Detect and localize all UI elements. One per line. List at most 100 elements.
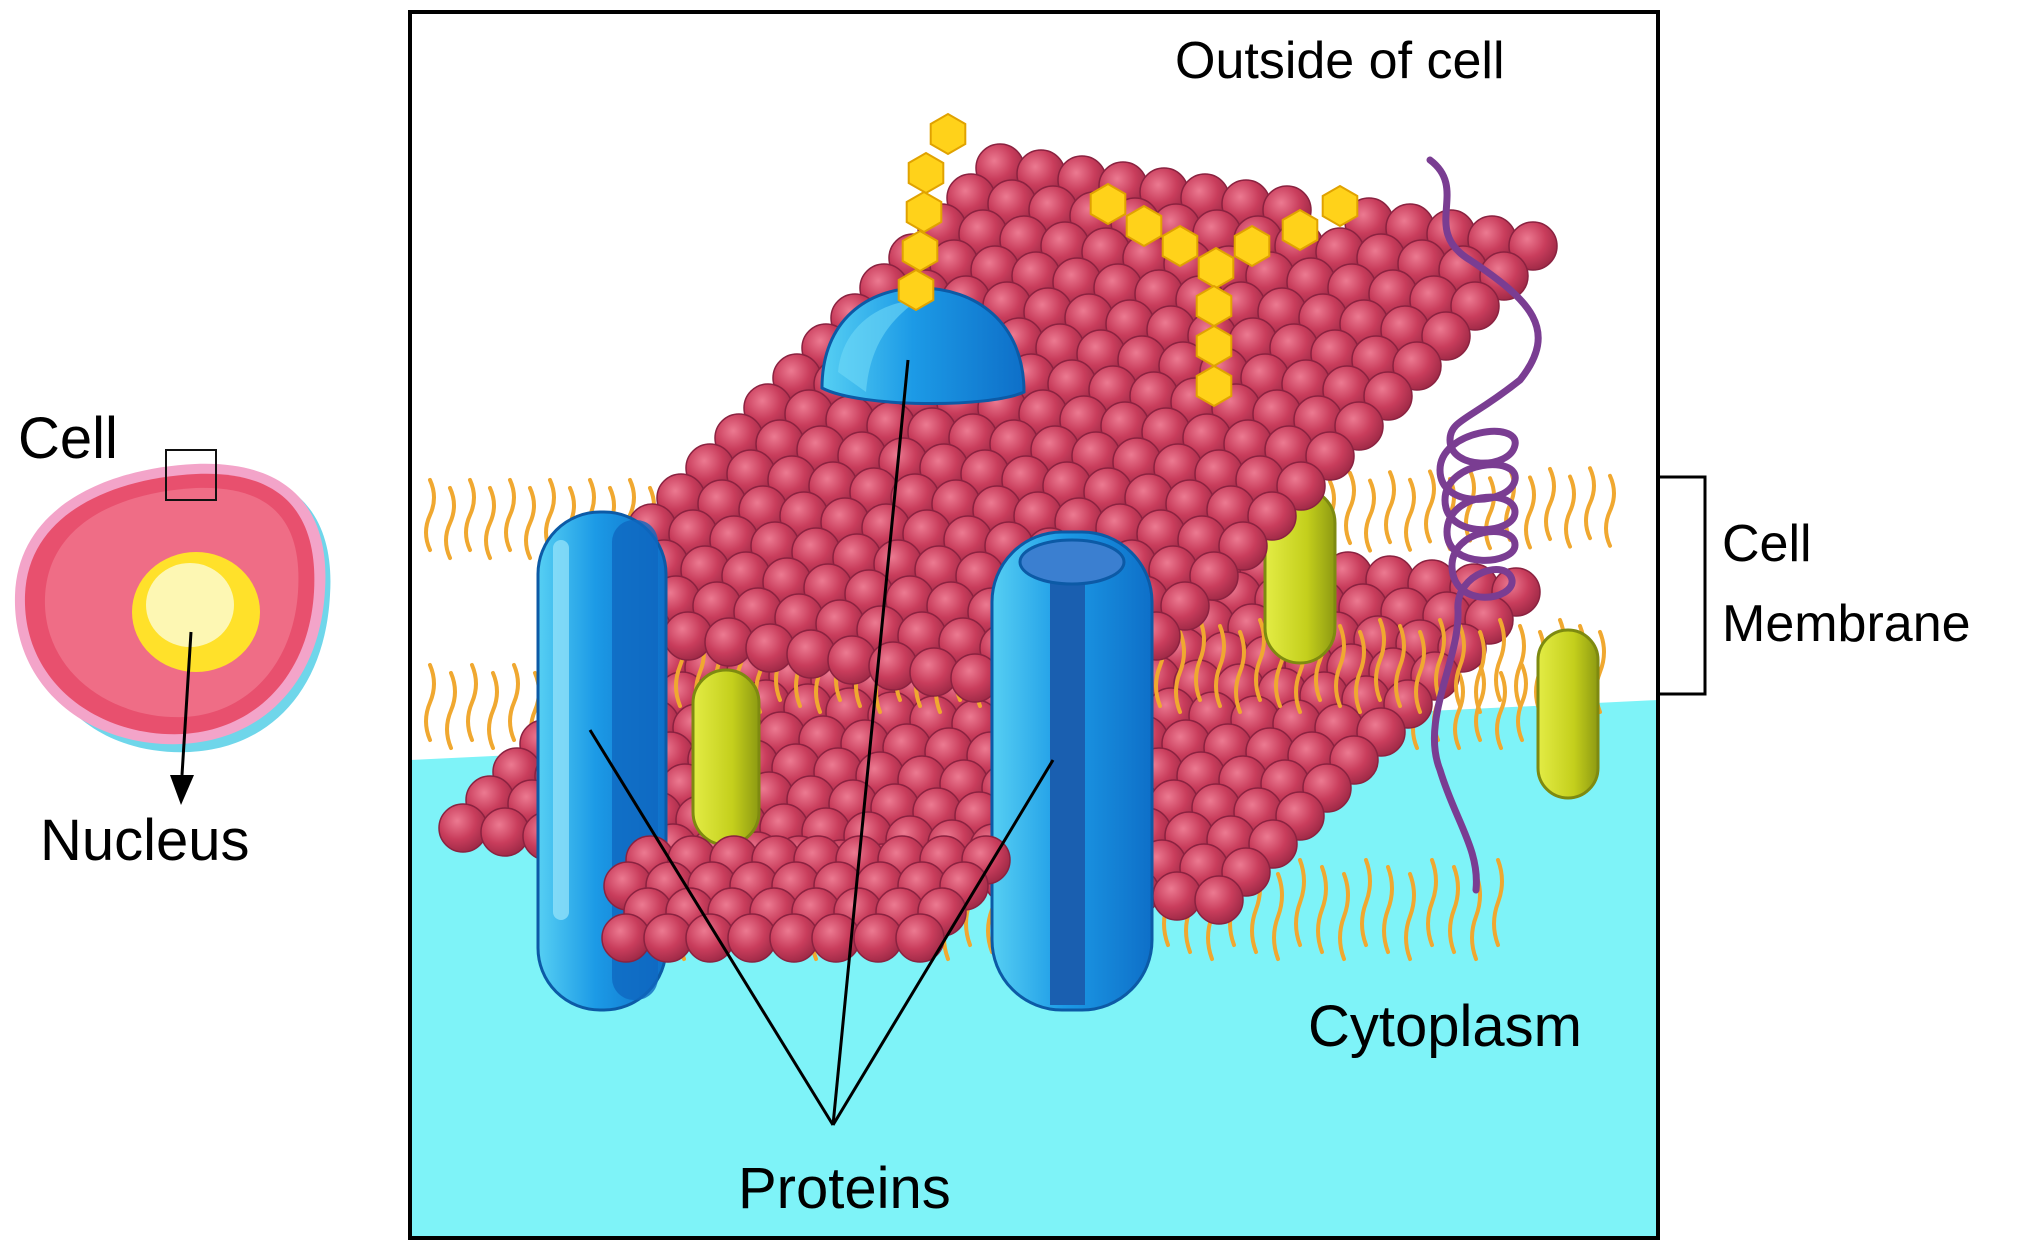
phospholipid-head [1305,431,1355,481]
lipid-tail [1404,477,1416,552]
cell-illustration [14,449,331,805]
lipid-tail [1604,473,1616,548]
lipid-tail [1584,466,1596,541]
lipid-tail [464,478,476,552]
glycan-sugar [929,112,967,156]
glycan-sugar [1125,204,1163,248]
lipid-tail [424,478,436,552]
glycan-sugar [1195,324,1233,368]
lipid-tail [1495,671,1507,750]
glycan-chains [897,112,1359,408]
lipid-tail [1334,624,1346,708]
lipid-tail [1360,858,1372,947]
phospholipid-head [827,635,877,685]
phospholipid-head [480,807,530,857]
phospholipid-head [1194,875,1244,925]
phospholipid-head [745,623,795,673]
lipid-tail [444,486,456,560]
phospholipid-head [1508,221,1558,271]
phospholipid-head [438,803,488,853]
lipid-tail [1174,630,1186,714]
cholesterol-right-bottom [1536,628,1600,800]
lipid-tail [1338,872,1350,961]
lipid-tail [484,486,496,560]
cell-membrane-label-line1: Cell [1722,515,1812,573]
lipid-tail [1564,474,1576,549]
glycan-sugar [1233,224,1271,268]
zoom-square [165,449,217,501]
phospholipid-head [643,913,693,963]
cell-membrane-label-line2: Membrane [1722,595,1971,653]
front-phospholipid-heads [601,835,1011,963]
lipid-tail [487,671,499,750]
phospholipid-head [1450,281,1500,331]
lipid-tail [1454,624,1466,708]
lipid-tail [1448,865,1460,954]
lipid-tail [1474,663,1486,742]
phospholipid-head [1160,581,1210,631]
peripheral-protein-dome [820,286,1026,406]
phospholipid-head [727,913,777,963]
glycan-sugar [901,229,939,273]
lipid-tail [1294,858,1306,947]
lipid-tail [1544,467,1556,541]
lipid-tail [1354,630,1366,714]
lipid-tail [1404,872,1416,961]
phospholipid-head [1247,491,1297,541]
glycan-sugar [1195,364,1233,408]
phospholipid-head [1334,401,1384,451]
phospholipid-head [1363,371,1413,421]
phospholipid-head [853,913,903,963]
glycan-sugar [1281,208,1319,252]
phospholipid-head [1421,311,1471,361]
nucleus-inner [146,563,234,647]
phospholipid-head [1479,251,1529,301]
lipid-tail [1344,471,1356,545]
nucleus-label: Nucleus [40,808,250,873]
glycan-sugar [1089,182,1127,226]
lipid-tail [466,663,478,742]
glycan-sugar [905,190,943,234]
nucleus-pointer-line [180,631,193,776]
lipid-tail [1254,618,1266,702]
lipid-tail [508,663,520,742]
cytoplasm-label: Cytoplasm [1308,994,1582,1059]
lipid-tail [1516,663,1528,742]
lipid-tail [1474,630,1486,714]
lipid-tail [1194,618,1206,702]
phospholipid-head [1276,461,1326,511]
phospholipid-head [1189,551,1239,601]
lipid-tail [445,671,457,750]
lipid-tail [1234,630,1246,714]
phospholipid-head [786,629,836,679]
lipid-tail [1484,476,1496,551]
protein-pointer-lines [588,359,1055,1126]
phospholipid-head [909,647,959,697]
channel-protein-right [990,530,1154,1012]
phospholipid-head [663,611,713,661]
lipid-tail [1214,624,1226,708]
lipid-tail [1394,624,1406,708]
lipid-tail [1453,671,1465,750]
phospholipid-head [1152,871,1202,921]
cell-label: Cell [18,406,118,471]
lipid-tail [1384,470,1396,545]
lipid-tail [1494,618,1506,702]
lipid-tail [1492,858,1504,947]
glycan-sugar [907,151,945,195]
lipid-tail [1514,624,1526,708]
lipid-tail [524,486,536,560]
phospholipid-head [704,617,754,667]
lipid-tail [1382,865,1394,954]
lipid-tail [1316,865,1328,954]
phospholipid-head [769,913,819,963]
glycan-sugar [1161,224,1199,268]
phospholipid-head [601,913,651,963]
outside-of-cell-label: Outside of cell [1175,32,1505,90]
phospholipid-head [1218,521,1268,571]
lipid-tail [1424,469,1436,544]
panel-frame [408,10,1660,1240]
lipid-tail [1524,475,1536,550]
lipid-tail [424,663,436,742]
